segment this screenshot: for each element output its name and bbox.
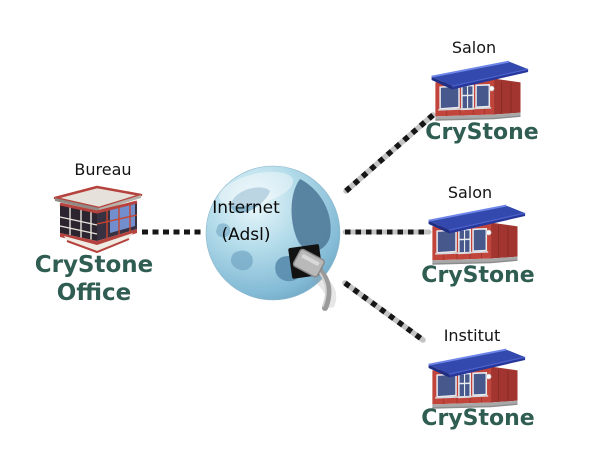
site1-label: Salon (451, 38, 497, 57)
globe-icon (205, 165, 341, 311)
connector-internet-site2 (342, 229, 432, 235)
internet-label: Internet (Adsl) (198, 195, 294, 249)
site3-brand: CryStone (421, 406, 535, 431)
connector-office-internet (142, 229, 201, 235)
continents (216, 179, 331, 282)
internet-label-line2: (Adsl) (221, 225, 271, 245)
connector-internet-site1 (343, 112, 436, 194)
plug-icon (292, 248, 337, 311)
shop-building-icon-1 (430, 60, 530, 122)
site3-label: Institut (443, 326, 501, 345)
office-label: Bureau (74, 160, 132, 179)
shop-building-icon-3 (427, 348, 527, 410)
connector-internet-site3 (342, 280, 426, 343)
site1-brand: CryStone (425, 120, 539, 145)
office-building-icon (53, 185, 143, 254)
office-brand-line1: CryStone (34, 252, 154, 278)
internet-label-line1: Internet (212, 198, 280, 218)
office-brand: CryStone Office (8, 251, 180, 307)
office-brand-line2: Office (56, 280, 132, 306)
site2-label: Salon (447, 183, 493, 202)
shop-building-icon-2 (427, 204, 527, 266)
site2-brand: CryStone (421, 263, 535, 288)
